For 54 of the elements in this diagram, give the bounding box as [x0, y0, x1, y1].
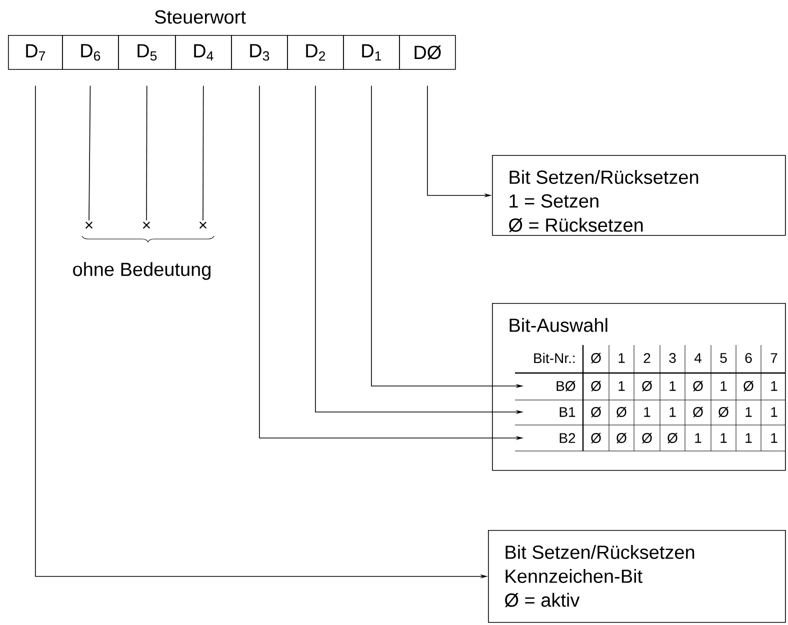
table-cell: Ø [616, 432, 626, 444]
table-cell: 1 [644, 407, 650, 417]
table-cell: 7 [770, 353, 778, 363]
row-header: B2 [560, 433, 576, 443]
table-cell: 1 [695, 433, 702, 443]
table-cell: 1 [618, 353, 625, 363]
bit-cell: D$_{3}$ [231, 35, 288, 70]
table-cell: Ø [668, 432, 678, 444]
cross-mark: × [85, 222, 93, 229]
table-cell: Ø [744, 380, 754, 392]
table-cell: 1 [771, 407, 778, 417]
line [88, 85, 91, 221]
table-cell: 1 [746, 433, 752, 443]
bit-cell: D$_{6}$ [62, 35, 119, 70]
table-cell: 1 [771, 433, 778, 443]
table-cell: 2 [644, 353, 650, 363]
table-cell: 1 [670, 381, 676, 391]
table-cell: Ø [642, 380, 652, 392]
table-cell: Ø [642, 432, 652, 444]
bit-cell: D$_{4}$ [175, 35, 232, 70]
table-cell: 1 [720, 433, 727, 443]
info-box: Bit Setzen/Rücksetzen Kennzeichen-Bit Ø = aktiv [488, 530, 786, 623]
line [146, 85, 148, 221]
table-cell: Ø [591, 432, 601, 444]
cross-mark: × [142, 222, 150, 229]
cross-mark: × [199, 222, 207, 229]
table-cell: Ø [591, 406, 601, 418]
table-cell: 1 [670, 407, 676, 417]
table-cell: 1 [618, 381, 625, 391]
table-cell: Ø [591, 380, 601, 392]
bit-cell: D$_{2}$ [287, 35, 344, 70]
row-header: B1 [560, 407, 576, 417]
table-header: Bit-Nr.: [534, 352, 575, 364]
table-cell: Ø [693, 380, 703, 392]
bit-cell: D$_{7}$ [8, 35, 63, 70]
table-cell: 1 [720, 381, 727, 391]
table-cell: Ø [693, 406, 703, 418]
table-cell: 1 [746, 407, 752, 417]
table-cell: Ø [591, 352, 601, 364]
table-cell: Ø [718, 406, 728, 418]
title: Steuerwort [154, 10, 246, 24]
line [202, 85, 204, 221]
table-cell: 1 [771, 381, 778, 391]
bit-cell: D$_{5}$ [118, 35, 176, 70]
bit-cell: D$_{1}$ [343, 35, 400, 70]
bit-cell: DØ [399, 35, 456, 70]
table-cell: Ø [616, 406, 626, 418]
table-cell: 5 [720, 353, 727, 363]
table-cell: 3 [669, 353, 676, 363]
row-header: BØ [556, 380, 576, 392]
brace-label: ohne Bedeutung [73, 262, 210, 280]
table-cell: 6 [745, 353, 752, 363]
table-cell: 4 [694, 353, 702, 363]
info-box: Bit Setzen/Rücksetzen 1 = Setzen Ø = Rücksetzen [492, 155, 786, 236]
